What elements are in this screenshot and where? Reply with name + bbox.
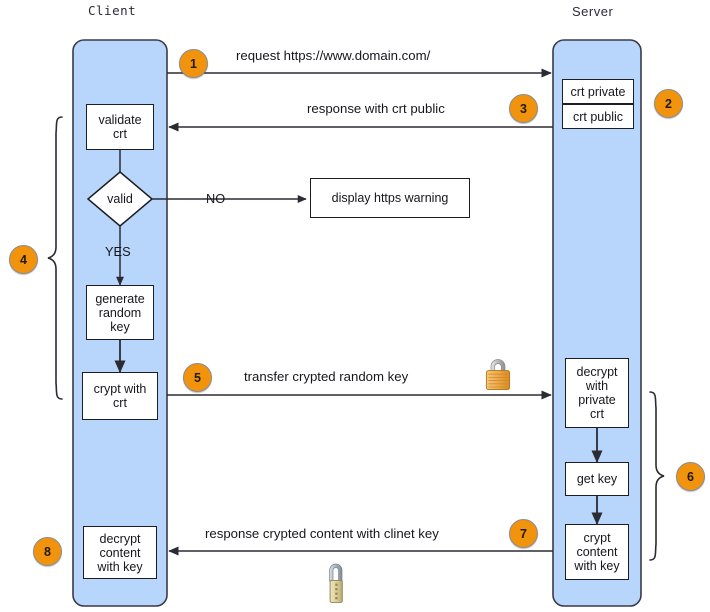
message-label-transfer-key: transfer crypted random key [244, 369, 409, 384]
step-badge-8[interactable]: 8 [33, 537, 62, 566]
node-crypt-content-with-key-label: crypt content with key [574, 531, 620, 573]
message-label-response-content: response crypted content with clinet key [205, 526, 439, 541]
node-crt-private-label: crt private [570, 84, 626, 99]
node-valid-label: valid [107, 192, 133, 206]
node-decrypt-content-with-key: decrypt content with key [83, 526, 157, 579]
node-display-https-warning-label: display https warning [331, 191, 449, 205]
node-crypt-with-crt-label: crypt with crt [93, 382, 147, 410]
message-label-response-crt: response with crt public [307, 101, 445, 116]
step-badge-5[interactable]: 5 [183, 363, 212, 392]
lane-title-server: Server [572, 4, 614, 19]
node-get-key: get key [565, 462, 629, 496]
node-validate-crt-label: validate crt [98, 113, 142, 141]
node-decrypt-with-private-crt: decrypt with private crt [565, 358, 629, 428]
node-generate-random-key-label: generate random key [95, 291, 145, 334]
node-decrypt-with-private-crt-label: decrypt with private crt [576, 365, 618, 421]
node-crt-private: crt private [562, 79, 634, 104]
lane-title-client: Client [88, 3, 137, 18]
node-decrypt-content-with-key-label: decrypt content with key [97, 531, 143, 574]
message-label-request: request https://www.domain.com/ [236, 48, 431, 63]
node-crt-public-label: crt public [572, 109, 624, 124]
branch-label-yes: YES [105, 244, 131, 259]
step-badge-6[interactable]: 6 [676, 462, 705, 491]
node-display-https-warning: display https warning [310, 178, 470, 218]
step-badge-4[interactable]: 4 [9, 245, 38, 274]
step-badge-1[interactable]: 1 [179, 49, 208, 78]
node-get-key-label: get key [576, 472, 618, 486]
branch-label-no: NO [206, 191, 226, 206]
client-brace-shape [47, 116, 63, 400]
node-validate-crt: validate crt [86, 104, 154, 150]
node-crt-public: crt public [562, 104, 634, 129]
closed-padlock-icon [485, 359, 511, 391]
node-crypt-with-crt: crypt with crt [82, 372, 158, 420]
node-generate-random-key: generate random key [86, 285, 154, 340]
step-badge-2[interactable]: 2 [654, 89, 683, 118]
step-badge-3[interactable]: 3 [509, 94, 538, 123]
open-padlock-icon [329, 563, 343, 603]
step-badge-7[interactable]: 7 [509, 519, 538, 548]
node-crypt-content-with-key: crypt content with key [565, 524, 629, 580]
server-brace-shape [649, 391, 665, 561]
